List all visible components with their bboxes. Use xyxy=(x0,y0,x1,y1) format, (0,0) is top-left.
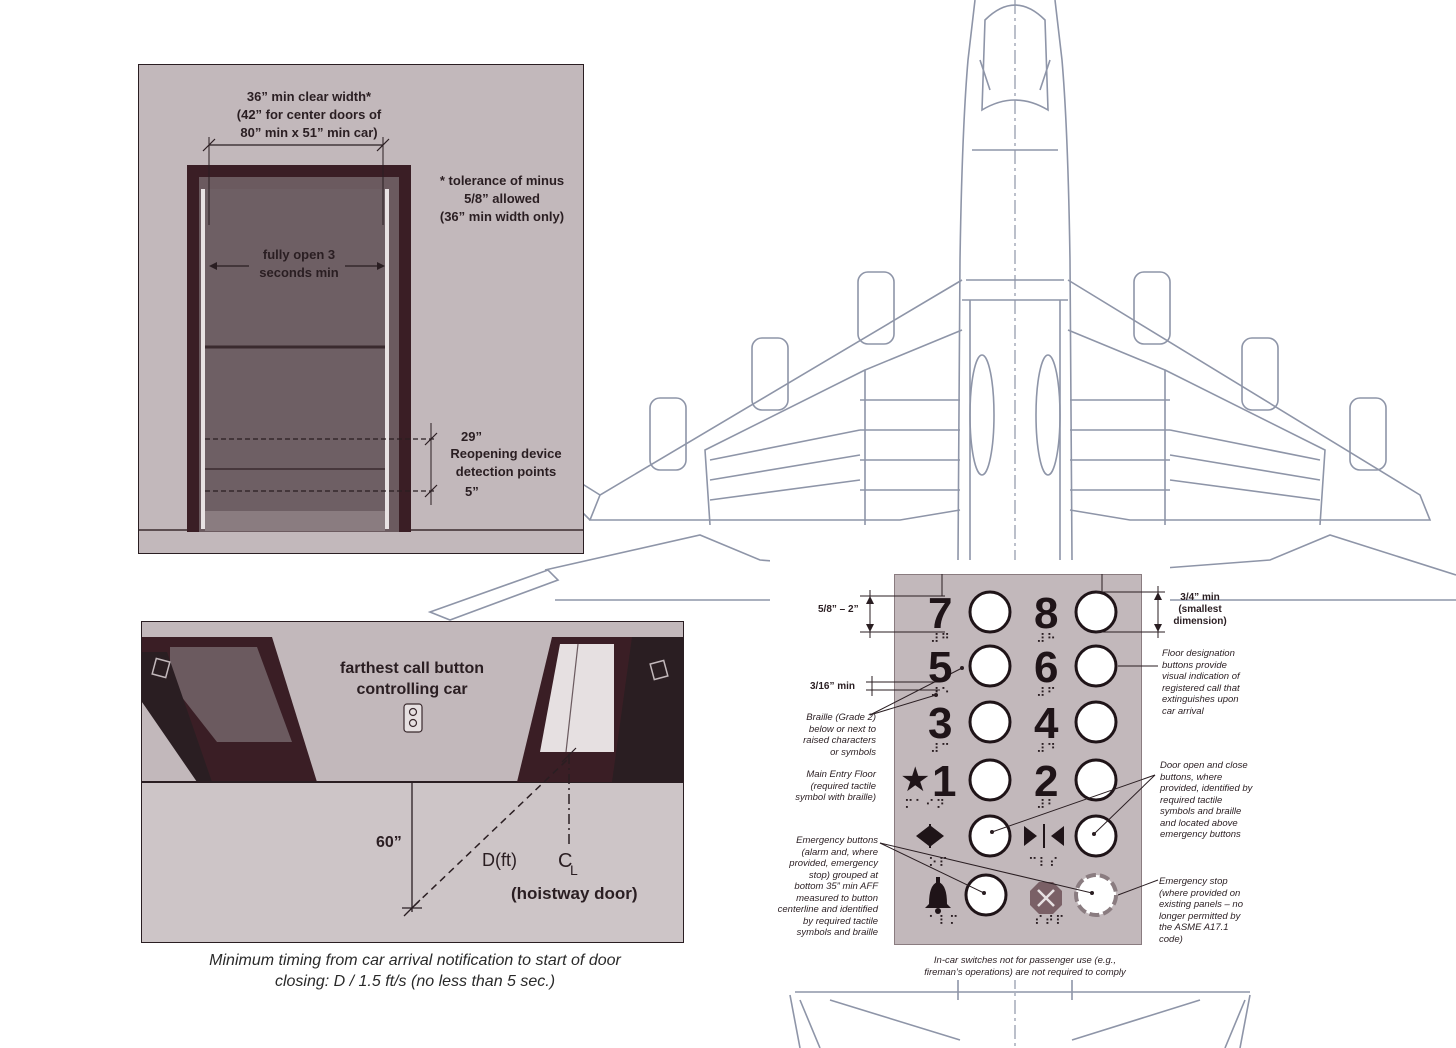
floor-number-1: 1 xyxy=(932,757,957,806)
braille-2: ⠼⠃ xyxy=(1036,798,1058,813)
dim-60-label: 60” xyxy=(376,834,402,851)
floor-number-4: 4 xyxy=(1034,699,1059,748)
door-illustration xyxy=(139,137,583,532)
braille-close: ⠉⠇⠎ xyxy=(1028,856,1060,871)
braille-4: ⠼⠙ xyxy=(1036,742,1058,757)
tolerance-label-3: (36” min width only) xyxy=(439,209,565,224)
hall-call-figure: farthest call button controlling car 60”… xyxy=(141,621,684,943)
floor-number-5: 5 xyxy=(928,643,953,692)
fully-open-label-2: seconds min xyxy=(259,265,339,280)
braille-6: ⠼⠋ xyxy=(1036,686,1058,701)
braille-7: ⠼⠛ xyxy=(930,632,952,647)
hoistway-door-label: (hoistway door) xyxy=(511,884,638,903)
note-in-car-switches: In-car switches not for passenger use (e… xyxy=(924,955,1126,978)
button-size-dim-label-1: 3/4” min xyxy=(1180,592,1220,603)
braille-alarm: ⠁⠇⠍ xyxy=(928,914,960,929)
floor-number-3: 3 xyxy=(928,699,953,748)
braille-open: ⠕⠏ xyxy=(928,856,950,871)
farthest-call-label-2: controlling car xyxy=(356,681,468,698)
centerline-l-label: L xyxy=(570,862,578,878)
hall-illustration xyxy=(142,637,683,942)
braille-5: ⠼⠑ xyxy=(930,686,952,701)
clear-width-label-1: 36” min clear width* xyxy=(246,89,372,104)
floor-number-8: 8 xyxy=(1034,589,1059,638)
reopening-label-2: detection points xyxy=(455,464,557,479)
dim-5-label: 5” xyxy=(465,484,479,499)
button-size-dim-label-3: dimension) xyxy=(1173,616,1227,627)
note-main-entry: Main Entry Floor (required tactile symbo… xyxy=(795,769,876,803)
clear-width-label-3: 80” min x 51” min car) xyxy=(240,125,378,140)
fully-open-label-1: fully open 3 xyxy=(262,247,336,262)
distance-d-label: D(ft) xyxy=(482,850,517,870)
reopening-label-1: Reopening device xyxy=(450,446,562,461)
note-floor-designation: Floor designation buttons provide visual… xyxy=(1162,648,1240,717)
braille-main: ⠍⠁⠊⠝ xyxy=(904,798,947,813)
dim-29-label: 29” xyxy=(461,429,482,444)
tolerance-label-2: 5/8” allowed xyxy=(464,191,540,206)
tolerance-label-1: * tolerance of minus xyxy=(439,173,565,188)
main-entry-star-icon: ★ xyxy=(900,760,931,800)
braille-spacing-dim-label: 3/16” min xyxy=(810,681,856,692)
braille-8: ⠼⠓ xyxy=(1036,632,1058,647)
clear-width-label-2: (42” for center doors of xyxy=(236,107,382,122)
note-door-open-close: Door open and close buttons, where provi… xyxy=(1160,760,1253,840)
floor-number-6: 6 xyxy=(1034,643,1059,692)
note-braille: Braille (Grade 2) below or next to raise… xyxy=(803,712,876,758)
floor-number-7: 7 xyxy=(928,589,953,638)
braille-stop: ⠎⠞⠏ xyxy=(1034,914,1066,929)
button-size-dim-label-2: (smallest xyxy=(1178,604,1222,615)
note-emergency-buttons: Emergency buttons (alarm and, where prov… xyxy=(777,835,878,938)
door-clearance-figure: 36” min clear width* (42” for center doo… xyxy=(138,64,584,554)
braille-3: ⠼⠉ xyxy=(930,742,952,757)
floor-number-2: 2 xyxy=(1034,757,1059,806)
timing-caption-1: Minimum timing from car arrival notifica… xyxy=(209,952,621,969)
note-emergency-stop: Emergency stop (where provided on existi… xyxy=(1159,876,1243,945)
char-height-dim-label: 5/8” – 2” xyxy=(818,604,859,615)
timing-caption-2: closing: D / 1.5 ft/s (no less than 5 se… xyxy=(274,973,556,990)
centerline-c-label: C xyxy=(558,850,573,872)
farthest-call-label-1: farthest call button xyxy=(339,660,484,677)
